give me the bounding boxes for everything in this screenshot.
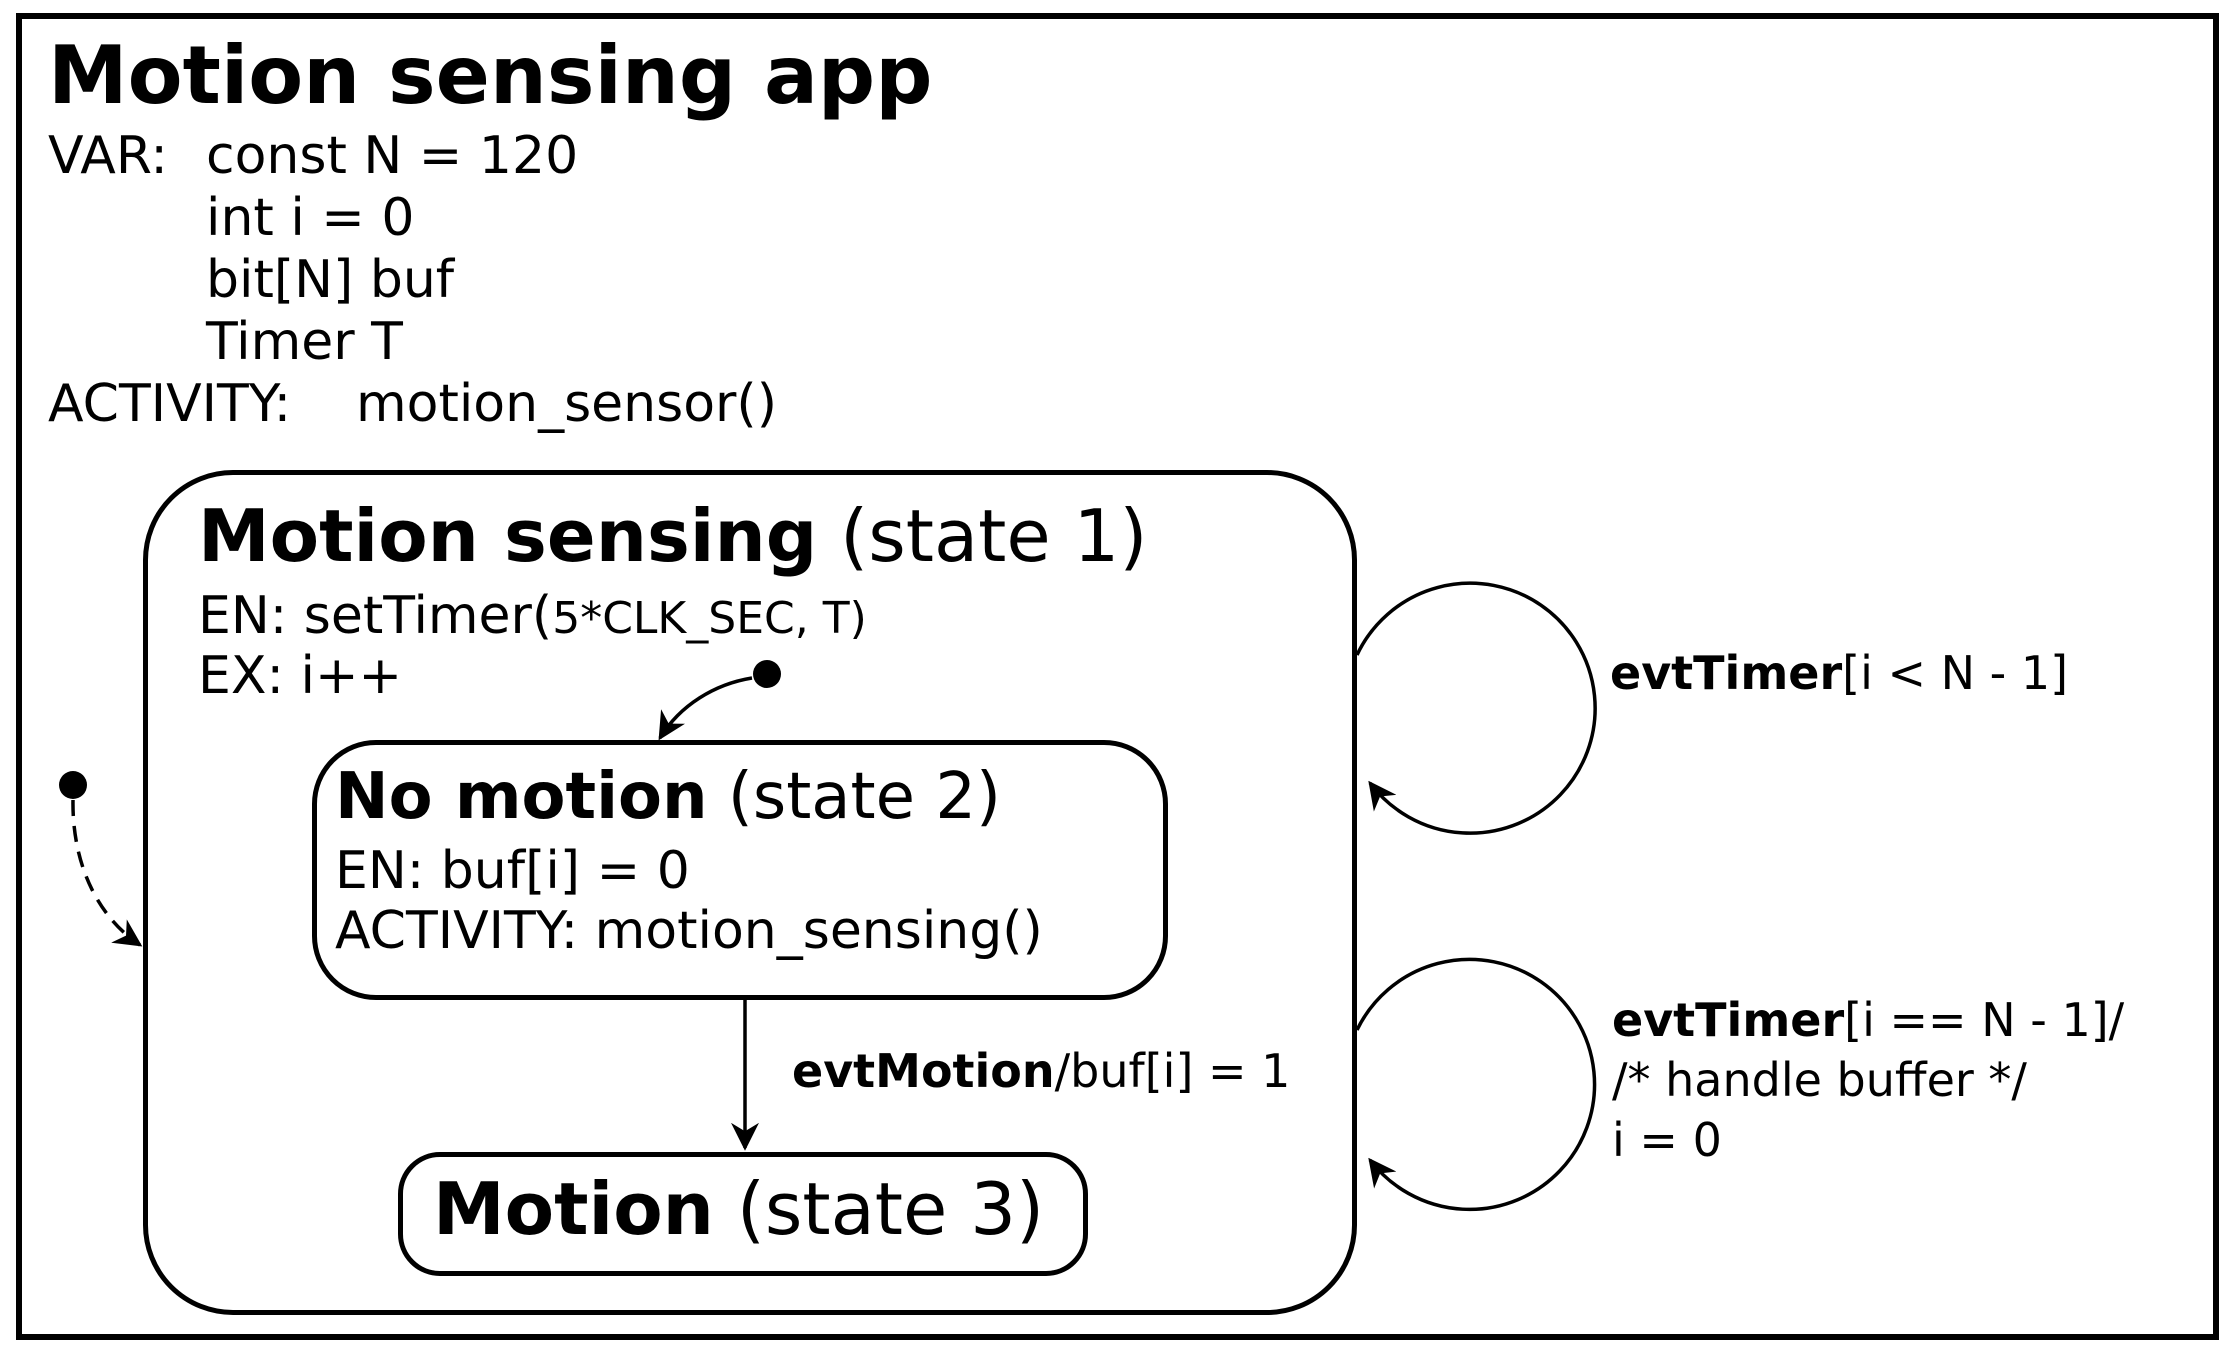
app-activity-label: ACTIVITY: xyxy=(48,374,292,434)
var-label: VAR: xyxy=(48,126,168,186)
motion-action: /buf[i] = 1 xyxy=(1054,1044,1291,1098)
motion-transition-label: evtMotion/buf[i] = 1 xyxy=(792,1048,1290,1094)
state3-tag: (state 3) xyxy=(713,1167,1045,1251)
timer2-event: evtTimer xyxy=(1612,993,1845,1047)
initial-dot-app xyxy=(59,771,87,799)
initial-transition-app xyxy=(71,799,143,947)
state1-tag: (state 1) xyxy=(817,494,1148,578)
state2-tag: (state 2) xyxy=(707,760,1001,834)
app-frame xyxy=(16,13,2219,1340)
state2-entry: EN: buf[i] = 0 xyxy=(335,841,690,901)
self-loop-timer xyxy=(1355,581,1597,835)
state-no-motion xyxy=(312,740,1168,1000)
app-title: Motion sensing app xyxy=(48,29,933,122)
state2-name: No motion xyxy=(335,760,708,834)
app-activity: motion_sensor() xyxy=(356,374,777,434)
state3-name: Motion xyxy=(433,1167,714,1251)
state-motion xyxy=(398,1152,1088,1276)
timer2-transition-label: evtTimer[i == N - 1]/ xyxy=(1612,997,2124,1043)
state1-entry: EN: setTimer(5*CLK_SEC, T) xyxy=(198,590,867,642)
timer2-action-1: /* handle buffer */ xyxy=(1612,1053,2027,1107)
timer2-action-2: i = 0 xyxy=(1612,1113,1722,1167)
timer2-guard: [i == N - 1]/ xyxy=(1844,993,2125,1047)
var-timer: Timer T xyxy=(206,312,403,372)
state1-entry-args: 5*CLK_SEC, T) xyxy=(552,593,867,644)
var-const-n: const N = 120 xyxy=(206,126,579,186)
motion-event: evtMotion xyxy=(792,1044,1055,1098)
timer-event: evtTimer xyxy=(1610,646,1843,700)
state1-title: Motion sensing (state 1) xyxy=(198,500,1147,572)
state3-title: Motion (state 3) xyxy=(433,1173,1044,1245)
state2-activity: ACTIVITY: motion_sensing() xyxy=(335,901,1043,961)
timer-transition-label: evtTimer[i < N - 1] xyxy=(1610,650,2068,696)
var-int-i: int i = 0 xyxy=(206,188,415,248)
initial-dot-state1 xyxy=(753,660,781,688)
state1-name: Motion sensing xyxy=(198,494,818,578)
initial-transition-state1 xyxy=(658,676,753,741)
state1-entry-label: EN: setTimer( xyxy=(198,586,553,646)
state1-exit: EX: i++ xyxy=(198,646,403,706)
var-buf: bit[N] buf xyxy=(206,250,455,310)
self-loop-timer-reset xyxy=(1355,957,1597,1212)
state2-title: No motion (state 2) xyxy=(335,765,1001,829)
timer-guard: [i < N - 1] xyxy=(1842,646,2069,700)
